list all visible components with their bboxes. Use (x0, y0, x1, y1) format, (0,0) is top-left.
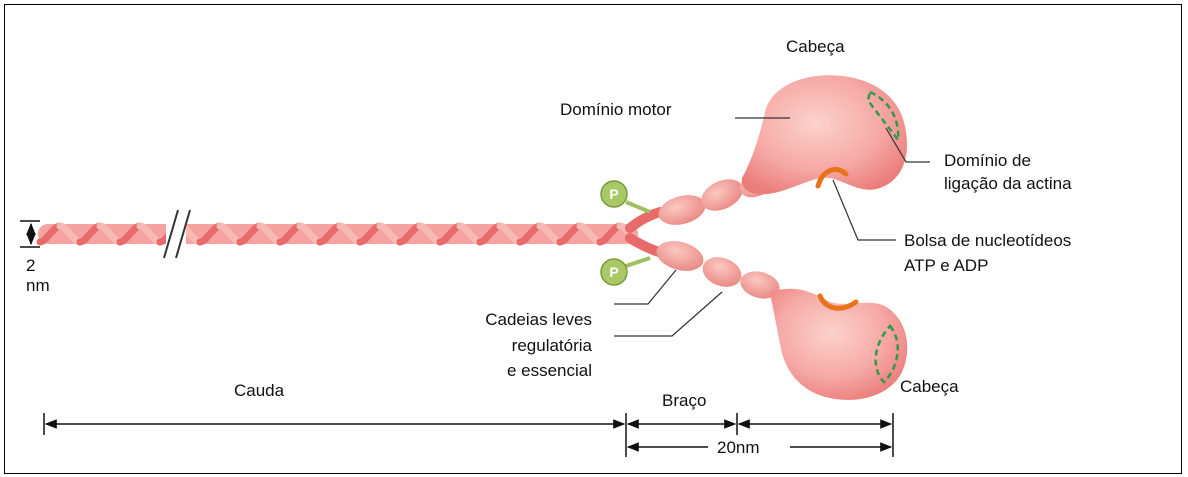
label-nucleotide-pocket-2: ATP e ADP (904, 255, 988, 276)
label-tail: Cauda (234, 380, 284, 401)
label-light-chains-1: Cadeias leves (485, 309, 592, 330)
label-motor-domain: Domínio motor (560, 99, 671, 120)
lower-neck (630, 236, 783, 302)
light-chain-lower-1 (653, 236, 707, 275)
label-thickness-unit: nm (26, 275, 50, 296)
tail-coiled-coil (38, 224, 640, 244)
light-chain-lower-2 (698, 252, 745, 292)
label-actin-binding-2: ligação da actina (944, 173, 1072, 194)
head-lower (770, 289, 907, 400)
phosphate-lower-symbol: P (609, 264, 618, 280)
dimension-lines (44, 413, 893, 457)
label-head-bottom: Cabeça (900, 376, 959, 397)
label-actin-binding-1: Domínio de (944, 150, 1031, 171)
label-arm: Braço (662, 390, 706, 411)
phosphate-upper: P (601, 181, 650, 212)
label-head-top: Cabeça (786, 36, 845, 57)
label-light-chains-2: regulatória (512, 335, 592, 356)
light-chain-upper-1 (655, 190, 709, 229)
leader-light-chain-2 (614, 292, 722, 336)
phosphate-upper-symbol: P (609, 186, 618, 202)
label-thickness-value: 2 (26, 255, 35, 276)
label-length-20nm: 20nm (717, 437, 760, 458)
phosphate-lower: P (601, 258, 650, 285)
nucleotide-pocket-lower (820, 296, 856, 308)
label-nucleotide-pocket-1: Bolsa de nucleotídeos (904, 230, 1071, 251)
label-light-chains-3: e essencial (507, 360, 592, 381)
